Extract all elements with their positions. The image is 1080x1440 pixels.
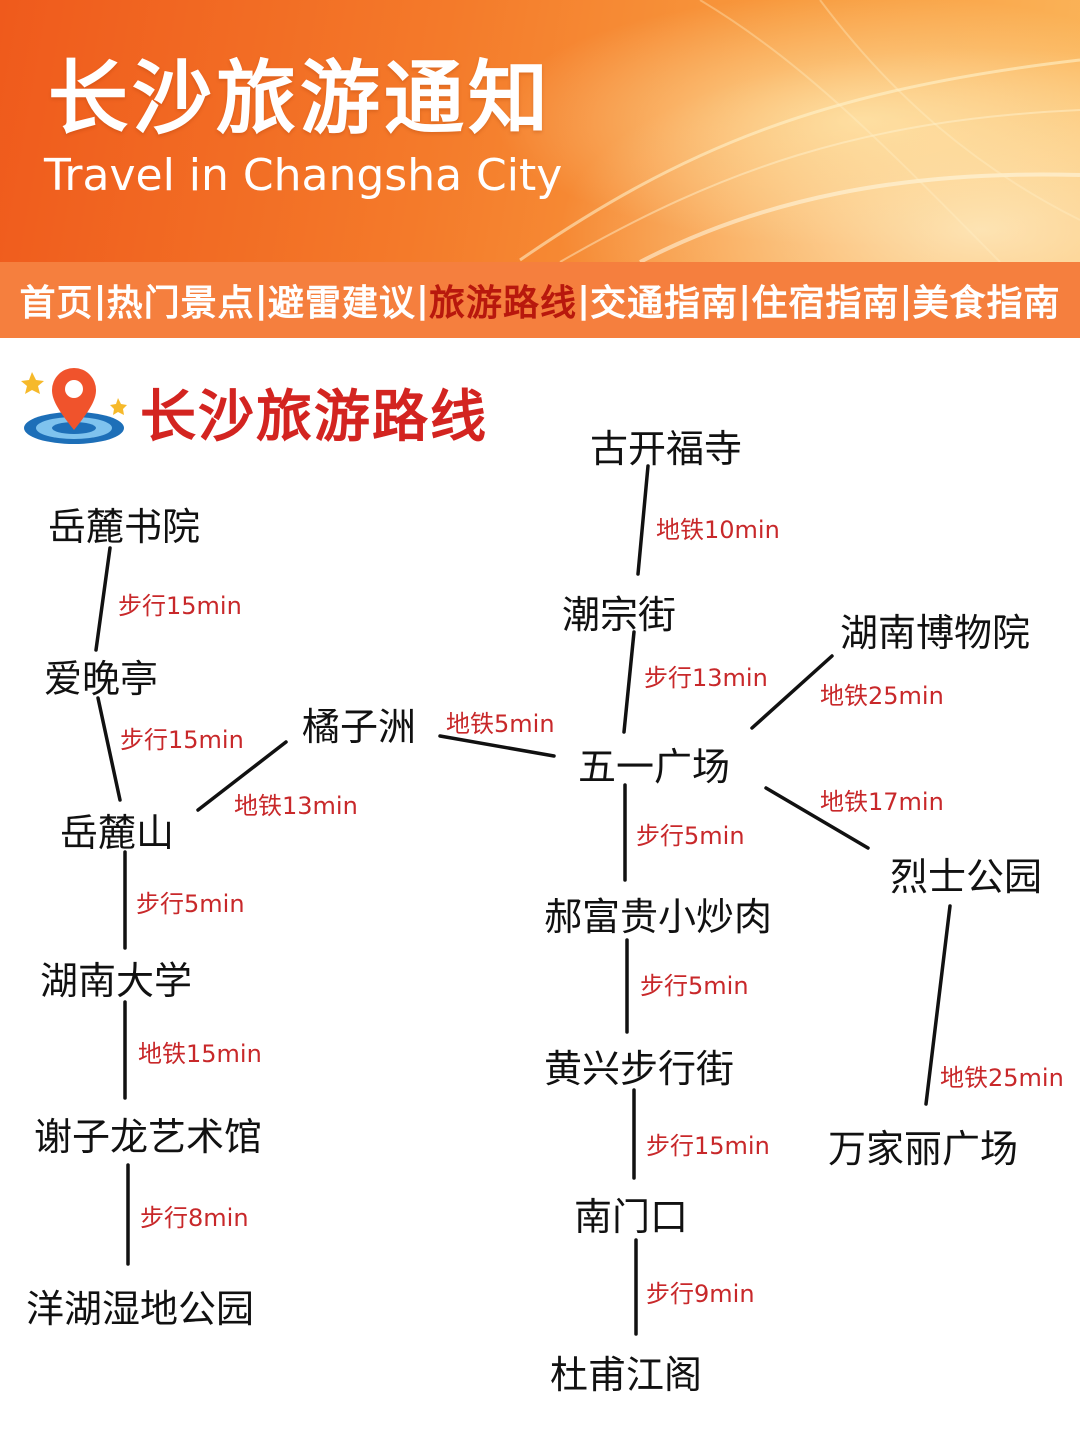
nav-separator: | [577,279,591,321]
line-wuyi-lieshi [764,786,870,850]
station-orange-isle: 橘子洲 [302,707,417,749]
conn-xieziling-yanghu: 步行8min [140,1204,249,1232]
nav-item-food-guide[interactable]: 美食指南 [912,283,1061,324]
station-aiwan-pavilion: 爱晚亭 [44,659,159,701]
station-gukaifu-temple: 古开福寺 [590,429,743,471]
line-yuelu-orange [196,740,288,812]
station-xieziling-museum: 谢子龙艺术馆 [34,1117,263,1159]
station-hunan-university: 湖南大学 [40,961,193,1003]
station-wuyi-square: 五一广场 [578,747,731,789]
conn-academy-aiwan: 步行15min [118,592,242,620]
line-chaozong-wuyi [622,630,636,734]
conn-wuyi-lieshi: 地铁17min [820,788,944,816]
page-subtitle: Travel in Changsha City [44,150,563,201]
station-wanjiali-plaza: 万家丽广场 [828,1129,1019,1171]
line-orange-wuyi [438,734,556,758]
conn-museum-wuyi: 地铁25min [820,682,944,710]
line-lieshi-wanjiali [924,904,952,1106]
conn-yuelu-hnu: 步行5min [136,890,245,918]
line-academy-aiwan [94,546,112,652]
conn-chaozong-wuyi: 步行13min [644,664,768,692]
section-title: 长沙旅游路线 [140,385,488,450]
conn-orange-wuyi: 地铁5min [446,710,555,738]
header-banner: 长沙旅游通知 Travel in Changsha City [0,0,1080,262]
nav-item-avoid-tips[interactable]: 避雷建议 [267,283,416,324]
station-yuelu-academy: 岳麓书院 [48,507,201,549]
station-yuelu-mountain: 岳麓山 [60,813,175,855]
nav-separator: | [738,279,752,321]
conn-haofugui-huangxing: 步行5min [640,972,749,1000]
station-nanmenkou: 南门口 [574,1197,689,1239]
station-hunan-museum: 湖南博物院 [840,613,1031,655]
line-museum-wuyi [750,654,834,730]
nav-item-lodging-guide[interactable]: 住宿指南 [751,283,900,324]
conn-hnu-xieziling: 地铁15min [138,1040,262,1068]
conn-yuelu-orange: 地铁13min [234,792,358,820]
station-haofugui: 郝富贵小炒肉 [544,897,773,939]
station-chaozong-street: 潮宗街 [562,595,677,637]
page-title: 长沙旅游通知 [48,52,552,145]
conn-gukaifu-chaozong: 地铁10min [656,516,780,544]
conn-huangxing-nanmen: 步行15min [646,1132,770,1160]
location-pin-icon [21,368,127,444]
nav-separator: | [254,279,268,321]
nav-item-hot-spots[interactable]: 热门景点 [106,283,255,324]
conn-wuyi-haofugui: 步行5min [636,822,745,850]
station-dufu-pavilion: 杜甫江阁 [550,1355,703,1397]
category-nav: 首页 | 热门景点 | 避雷建议 | 旅游路线 | 交通指南 | 住宿指南 | … [0,262,1080,338]
nav-item-transport-guide[interactable]: 交通指南 [590,283,739,324]
nav-separator: | [415,279,429,321]
line-gukaifu-chaozong [636,464,650,576]
station-lieshi-park: 烈士公园 [890,857,1043,899]
conn-nanmen-dufu: 步行9min [646,1280,755,1308]
station-huangxing-street: 黄兴步行街 [544,1049,735,1091]
conn-lieshi-wanjiali: 地铁25min [940,1064,1064,1092]
nav-separator: | [899,279,913,321]
line-aiwan-yuelu [96,696,122,802]
decorative-swirl [519,0,1080,262]
conn-aiwan-yuelu: 步行15min [120,726,244,754]
station-yanghu-wetland: 洋湖湿地公园 [26,1289,255,1331]
nav-item-travel-routes[interactable]: 旅游路线 [428,283,577,324]
nav-item-home[interactable]: 首页 [19,283,94,324]
nav-separator: | [93,279,107,321]
